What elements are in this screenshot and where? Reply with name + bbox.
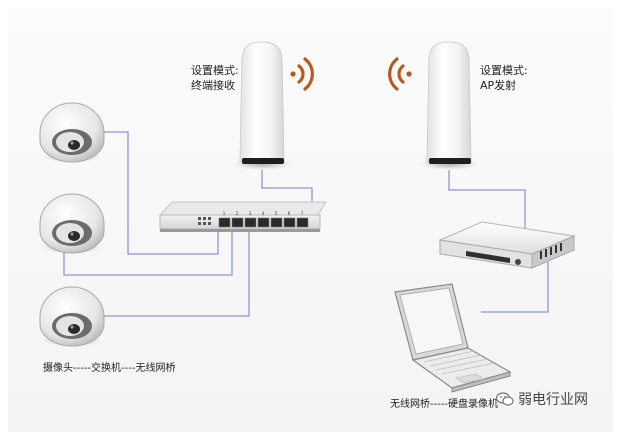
cable-camera1-switch [102, 131, 219, 255]
switch-port-number: 6 [288, 211, 291, 216]
cable-dvr-laptop [481, 262, 549, 313]
wifi-signal-left-icon [388, 57, 412, 91]
caption-camera-switch-bridge: 摄像头-----交换机----无线网桥 [43, 363, 176, 374]
switch-port-number: 4 [262, 211, 265, 216]
network-switch: 1 2 3 4 5 6 7 [158, 201, 327, 232]
switch-port-number: 7 [301, 211, 304, 216]
dome-camera-3 [39, 286, 105, 347]
switch-port-number: 5 [275, 211, 278, 216]
cable-camera3-switch [104, 228, 250, 317]
ap-left-mode-label: 设置模式: [191, 64, 239, 77]
wireless-bridge-right [419, 41, 479, 170]
watermark: 弱电行业网 [496, 389, 588, 409]
switch-port-number: 3 [249, 211, 252, 216]
switch-port-number: 2 [236, 211, 239, 216]
dome-camera-2 [39, 193, 105, 254]
cable-ap-right-dvr [448, 170, 526, 238]
laptop [394, 283, 512, 393]
watermark-text: 弱电行业网 [518, 392, 588, 408]
wifi-signal-right-icon [290, 57, 314, 91]
caption-bridge-dvr: 无线网桥-----硬盘录像机 [390, 399, 499, 410]
ap-right-mode-label: 设置模式: [480, 64, 528, 77]
chat-bubble-icon [496, 392, 514, 406]
switch-port-number: 1 [223, 211, 226, 216]
hard-disk-recorder [438, 221, 576, 269]
ap-left-mode-value: 终端接收 [191, 79, 235, 92]
dome-camera-1 [39, 102, 105, 163]
ap-right-mode-value: AP发射 [480, 79, 517, 92]
wireless-bridge-left [232, 41, 292, 170]
